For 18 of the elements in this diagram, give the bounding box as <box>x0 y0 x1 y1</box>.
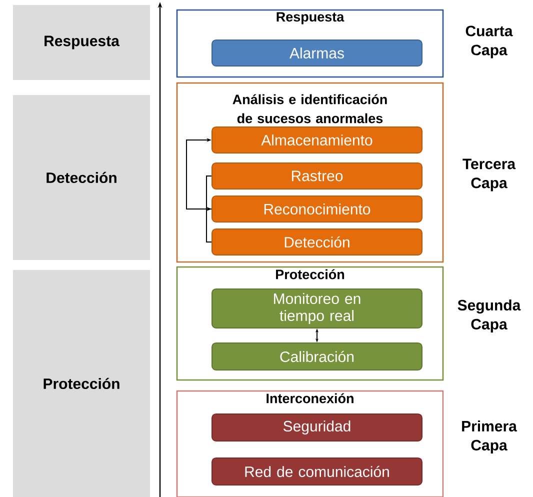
process-box: Alarmas <box>212 40 422 66</box>
process-box: Seguridad <box>212 413 422 442</box>
process-box: Monitoreo en tiempo real <box>212 288 422 328</box>
layer-label: Primera Capa <box>462 420 518 454</box>
connector-arrow <box>206 207 212 242</box>
side-label-band: Respuesta <box>13 5 150 80</box>
process-box: Rastreo <box>212 162 422 190</box>
layer-label: Tercera Capa <box>462 158 516 192</box>
layer-label: Segunda Capa <box>458 300 521 332</box>
side-label-band: Detección <box>13 95 150 260</box>
process-box: Detección <box>212 228 422 256</box>
process-box: Red de comunicación <box>212 457 422 486</box>
layer-label: Cuarta Capa <box>466 26 513 58</box>
connector-arrow <box>186 138 212 210</box>
process-box: Calibración <box>212 342 422 370</box>
process-box: Reconocimiento <box>212 196 422 222</box>
side-label-band: Protección <box>13 270 150 497</box>
process-box: Almacenamiento <box>212 126 422 154</box>
